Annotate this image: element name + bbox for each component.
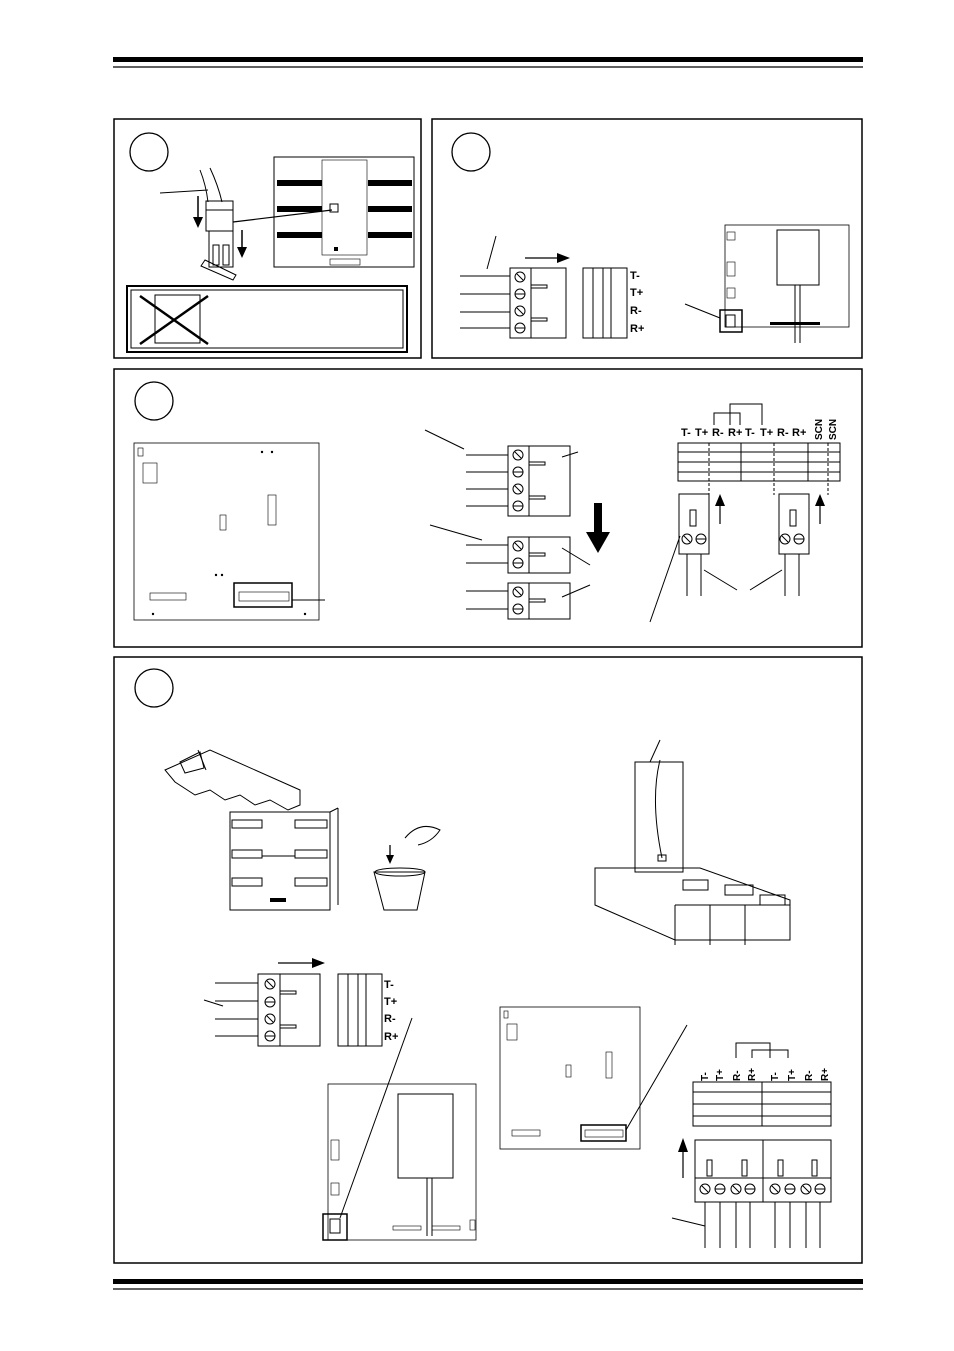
step-circle-c [134,381,174,421]
terminal-header-label: SCN [828,419,839,440]
terminal-header-label: R- [804,1070,815,1081]
terminal-header-label: R+ [792,427,806,439]
terminal-header-label: SCN [814,419,825,440]
terminal-label: T+ [630,287,643,299]
panel-a [113,118,422,359]
step-circle-d [134,668,174,708]
terminal-header-label: T+ [787,1069,798,1081]
terminal-header-label: R- [777,427,789,439]
header-rule [113,57,863,68]
step-circle-a [129,132,169,172]
terminal-label: R+ [630,323,644,335]
terminal-header-label: T- [700,1072,711,1081]
terminal-header-label: T+ [760,427,773,439]
terminal-header-label: T- [770,1072,781,1081]
terminal-label: R- [630,305,642,317]
terminal-label: T- [384,979,394,991]
terminal-table: T- T+ R- R+ T- T+ R- R+ SCN SCN [677,403,841,495]
terminal-header-label: R+ [747,1068,758,1081]
terminal-label: T+ [384,996,397,1008]
terminal-table: T- T+ R- R+ T- T+ R- R+ [692,1042,832,1127]
panel-b: T- T+ R- R+ [431,118,863,359]
rack-unit-illustration [273,156,415,268]
cabinet-opening-illustration [164,749,339,911]
terminal-label: R- [384,1013,396,1025]
terminal-header-label: T+ [695,427,708,439]
terminal-header-label: T+ [715,1069,726,1081]
cabinet-rails-illustration [594,739,791,945]
terminal-header-label: R- [712,427,724,439]
panel-d: T- T+ R- R+ [113,656,863,1264]
terminal-label: T- [630,270,640,282]
controller-board-illustration [322,1083,477,1241]
interface-board-illustration [133,442,325,621]
step-circle-b [451,132,491,172]
terminal-label: R+ [384,1031,398,1043]
terminal-header-label: T- [681,427,691,439]
terminal-header-label: T- [745,427,755,439]
footer-rule [113,1279,863,1290]
cup-illustration [373,825,441,911]
terminal-header-label: R- [732,1070,743,1081]
power-connector-illustration [159,167,333,281]
controller-board-illustration [684,224,850,343]
panel-c: T- T+ R- R+ T- T+ R- R+ SCN SCN [113,368,863,648]
terminal-screws [699,1183,826,1195]
terminal-header-label: R+ [820,1068,831,1081]
terminal-header-label: R+ [728,427,742,439]
warning-box [126,285,408,353]
interface-board-illustration [499,1006,688,1150]
